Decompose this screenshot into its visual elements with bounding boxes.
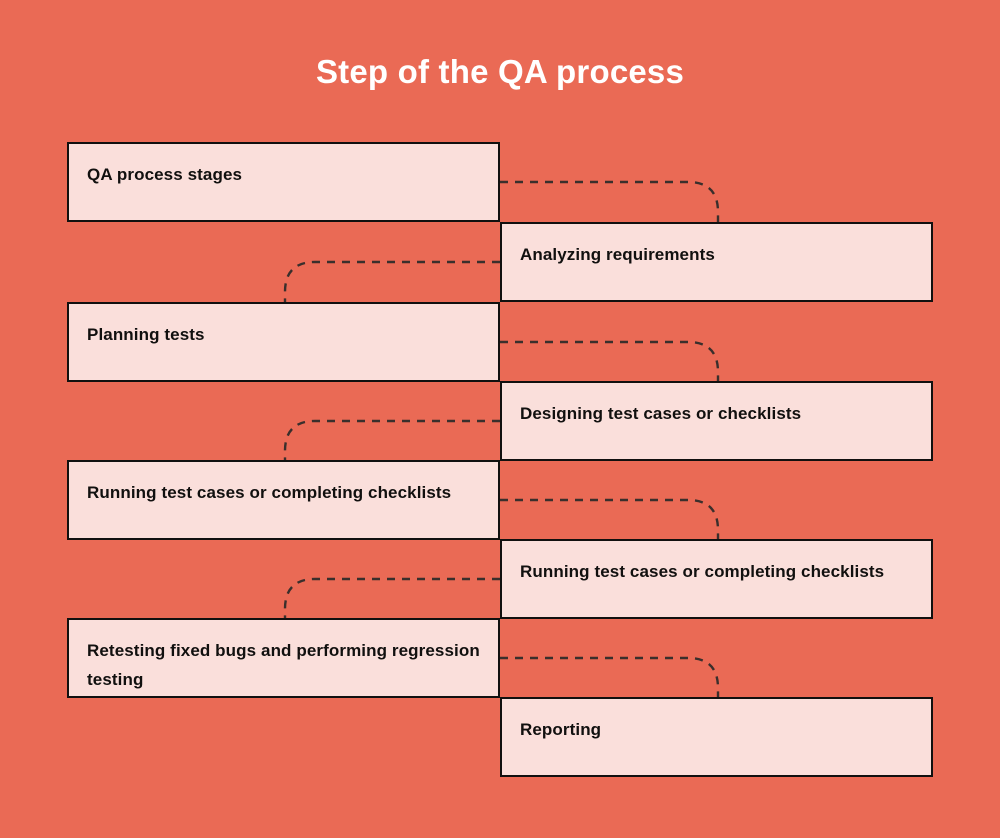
stage-label-6: Running test cases or completing checkli… — [520, 562, 885, 581]
stage-box-5[interactable]: Running test cases or completing checkli… — [67, 460, 500, 540]
stage-box-4[interactable]: Designing test cases or checklists — [500, 381, 933, 461]
stage-label-7: Retesting fixed bugs and performing regr… — [87, 641, 480, 689]
stage-box-6[interactable]: Running test cases or completing checkli… — [500, 539, 933, 619]
stage-box-3[interactable]: Planning tests — [67, 302, 500, 382]
stage-label-1: QA process stages — [87, 165, 243, 184]
stage-box-1[interactable]: QA process stages — [67, 142, 500, 222]
stage-box-7[interactable]: Retesting fixed bugs and performing regr… — [67, 618, 500, 698]
stage-label-8: Reporting — [520, 720, 602, 739]
stage-label-5: Running test cases or completing checkli… — [87, 483, 452, 502]
stage-label-2: Analyzing requirements — [520, 245, 715, 264]
stage-label-4: Designing test cases or checklists — [520, 404, 802, 423]
stage-label-3: Planning tests — [87, 325, 205, 344]
stage-box-8[interactable]: Reporting — [500, 697, 933, 777]
page-title: Step of the QA process — [315, 53, 685, 90]
stage-box-2[interactable]: Analyzing requirements — [500, 222, 933, 302]
